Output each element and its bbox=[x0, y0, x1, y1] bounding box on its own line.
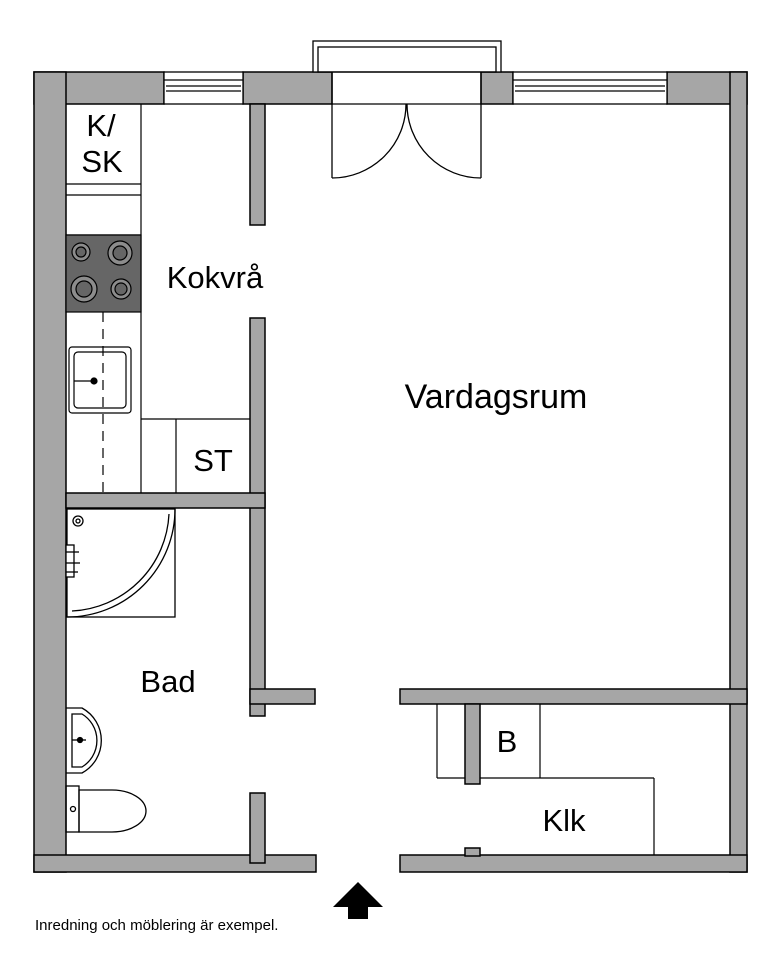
wall-kitchen-lower bbox=[249, 317, 266, 717]
room-label-living-room: Vardagsrum bbox=[405, 378, 588, 416]
closet-fittings bbox=[436, 704, 655, 855]
balcony bbox=[312, 40, 502, 73]
fridge-freezer-label-line1: K/ bbox=[86, 108, 116, 143]
wall-right bbox=[729, 71, 748, 873]
labels: K/ SK Kokvrå Vardagsrum ST Bad B Klk bbox=[81, 108, 587, 838]
wall-left bbox=[33, 71, 67, 873]
toilet bbox=[65, 785, 147, 833]
wall-closet-divider bbox=[464, 703, 481, 785]
wall-hall-stub bbox=[249, 688, 316, 705]
footnote: Inredning och möblering är exempel. bbox=[35, 917, 279, 934]
balcony-french-door bbox=[331, 72, 482, 179]
wall-top-right-stub bbox=[480, 71, 514, 105]
storage-label: ST bbox=[193, 443, 233, 478]
entrance-arrow-icon bbox=[333, 882, 383, 919]
stove bbox=[65, 234, 142, 313]
kitchen-sink bbox=[68, 346, 132, 414]
b-cabinet-label: B bbox=[497, 724, 518, 759]
window-living bbox=[512, 71, 668, 105]
window-kitchen bbox=[163, 71, 244, 105]
interior-walls bbox=[65, 103, 748, 864]
wall-bath-lower bbox=[249, 792, 266, 864]
bathroom-sink bbox=[66, 707, 102, 774]
wall-kitchen-bath bbox=[65, 492, 266, 509]
wall-top-middle bbox=[242, 71, 333, 105]
room-label-closet: Klk bbox=[542, 803, 586, 838]
room-label-bathroom: Bad bbox=[140, 664, 195, 699]
exterior-walls bbox=[33, 71, 748, 873]
fridge-freezer-label-line2: SK bbox=[81, 144, 123, 179]
room-label-kitchenette: Kokvrå bbox=[167, 260, 264, 295]
wall-living-bottom bbox=[399, 688, 748, 705]
wall-bottom-right bbox=[399, 854, 748, 873]
shower bbox=[65, 508, 176, 618]
wall-kitchen-upper bbox=[249, 103, 266, 226]
wall-bottom-left bbox=[33, 854, 317, 873]
wall-closet-post bbox=[464, 847, 481, 857]
